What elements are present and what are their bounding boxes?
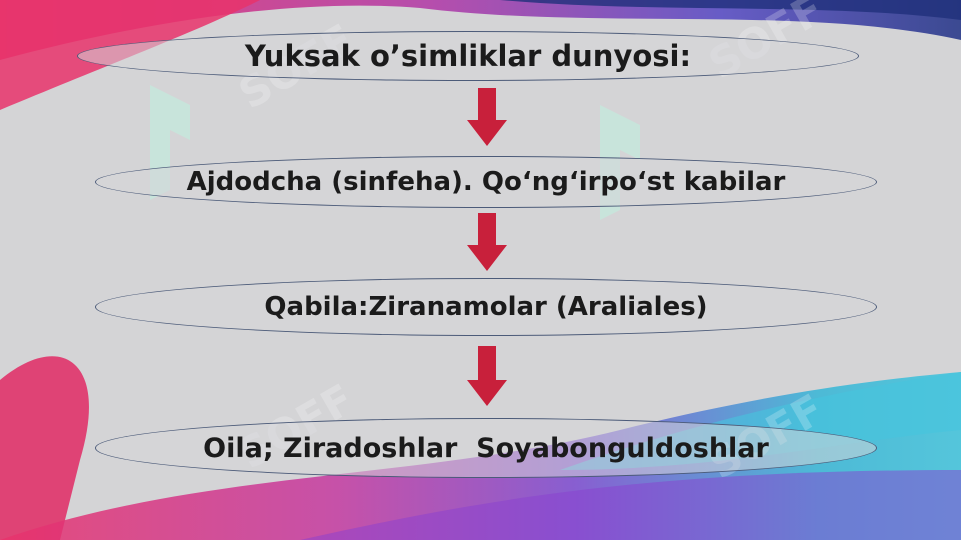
title-oval: Yuksak o’simliklar dunyosi:: [77, 31, 859, 81]
arrow-down-icon: [467, 213, 507, 271]
level-1-text: Ajdodcha (sinfeha). Qo‘ng‘irpo‘st kabila…: [186, 167, 786, 197]
arrow-down-icon: [467, 346, 507, 406]
level-2-text: Qabila:Ziranamolar (Araliales): [264, 292, 708, 322]
arrow-down-icon: [467, 88, 507, 146]
level-oval-1: Ajdodcha (sinfeha). Qo‘ng‘irpo‘st kabila…: [95, 156, 877, 208]
level-oval-3: Oila; Ziradoshlar Soyabonguldoshlar: [95, 418, 877, 478]
slide-title: Yuksak o’simliklar dunyosi:: [244, 39, 692, 73]
level-oval-2: Qabila:Ziranamolar (Araliales): [95, 278, 877, 336]
level-3-text: Oila; Ziradoshlar Soyabonguldoshlar: [203, 432, 769, 464]
